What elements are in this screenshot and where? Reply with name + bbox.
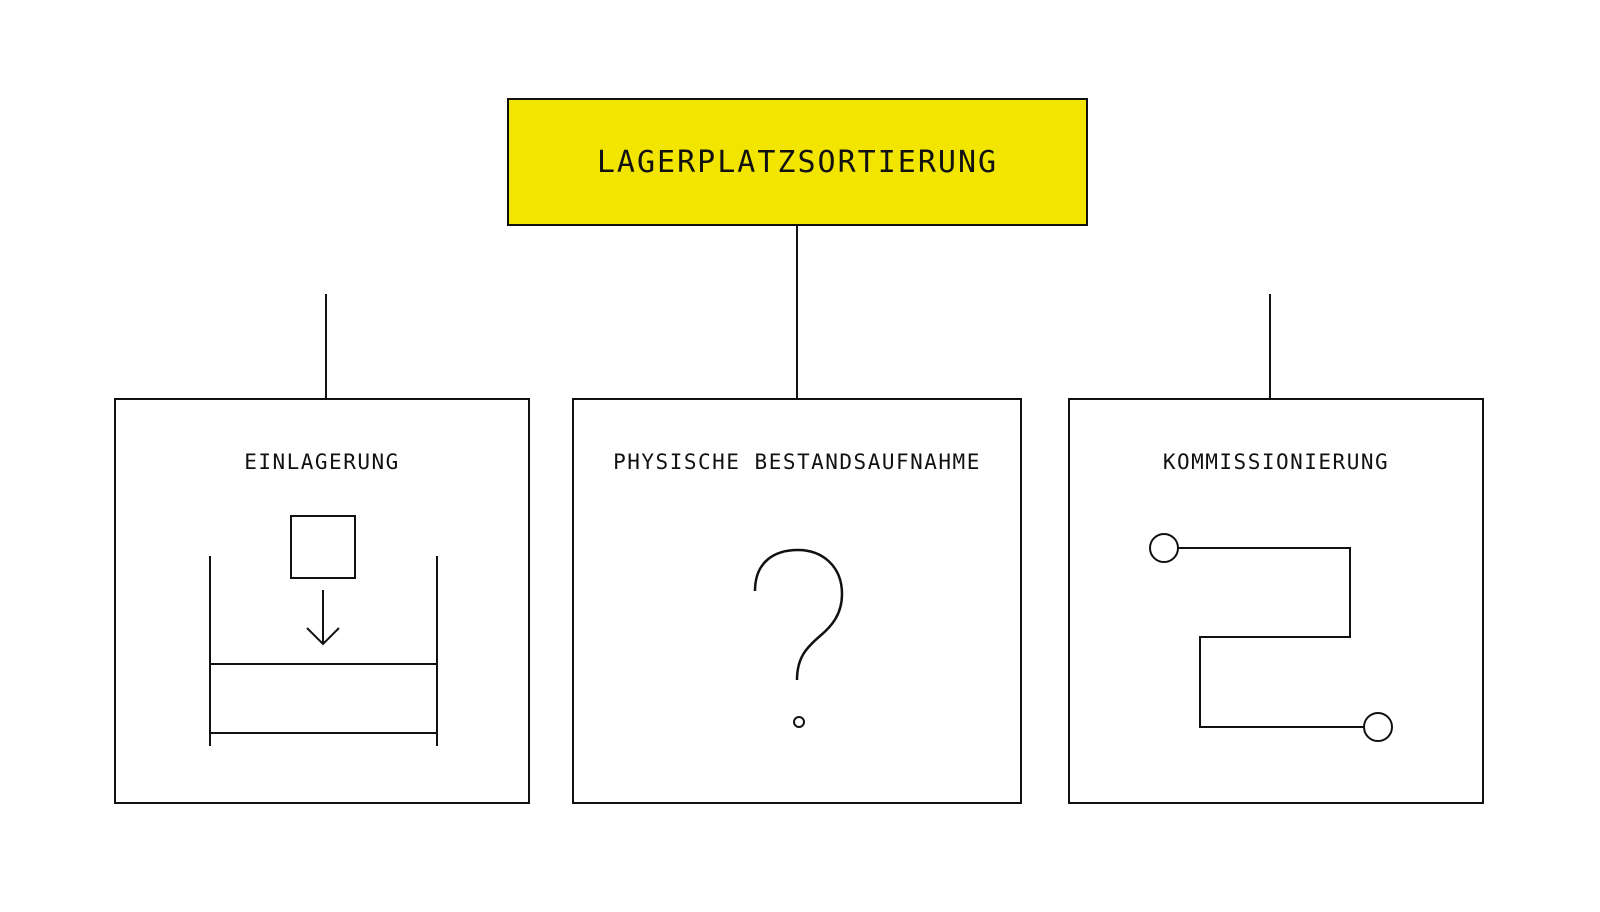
card-physische-bestandsaufnahme: PHYSISCHE BESTANDSAUFNAHME — [572, 398, 1022, 804]
route-start-point — [1149, 533, 1179, 563]
root-node-label: LAGERPLATZSORTIERUNG — [596, 144, 999, 180]
card-kommissionierung: KOMMISSIONIERUNG — [1068, 398, 1484, 804]
route-path — [1178, 547, 1364, 728]
question-mark-curve — [753, 548, 844, 681]
card-einlagerung: EINLAGERUNG — [114, 398, 530, 804]
put-away-box-arrow-shelf-icon — [209, 515, 438, 746]
root-node-box: LAGERPLATZSORTIERUNG — [507, 98, 1088, 226]
question-mark-dot — [793, 716, 805, 728]
incoming-box-shape — [290, 515, 356, 579]
route-end-point — [1363, 712, 1393, 742]
down-arrow-head — [306, 627, 340, 646]
card-title-einlagerung: EINLAGERUNG — [244, 450, 400, 474]
picking-route-path-icon — [1149, 533, 1393, 742]
card-title-physische-bestandsaufnahme: PHYSISCHE BESTANDSAUFNAHME — [613, 450, 981, 474]
question-mark-icon — [753, 548, 844, 728]
card-title-kommissionierung: KOMMISSIONIERUNG — [1162, 450, 1390, 474]
